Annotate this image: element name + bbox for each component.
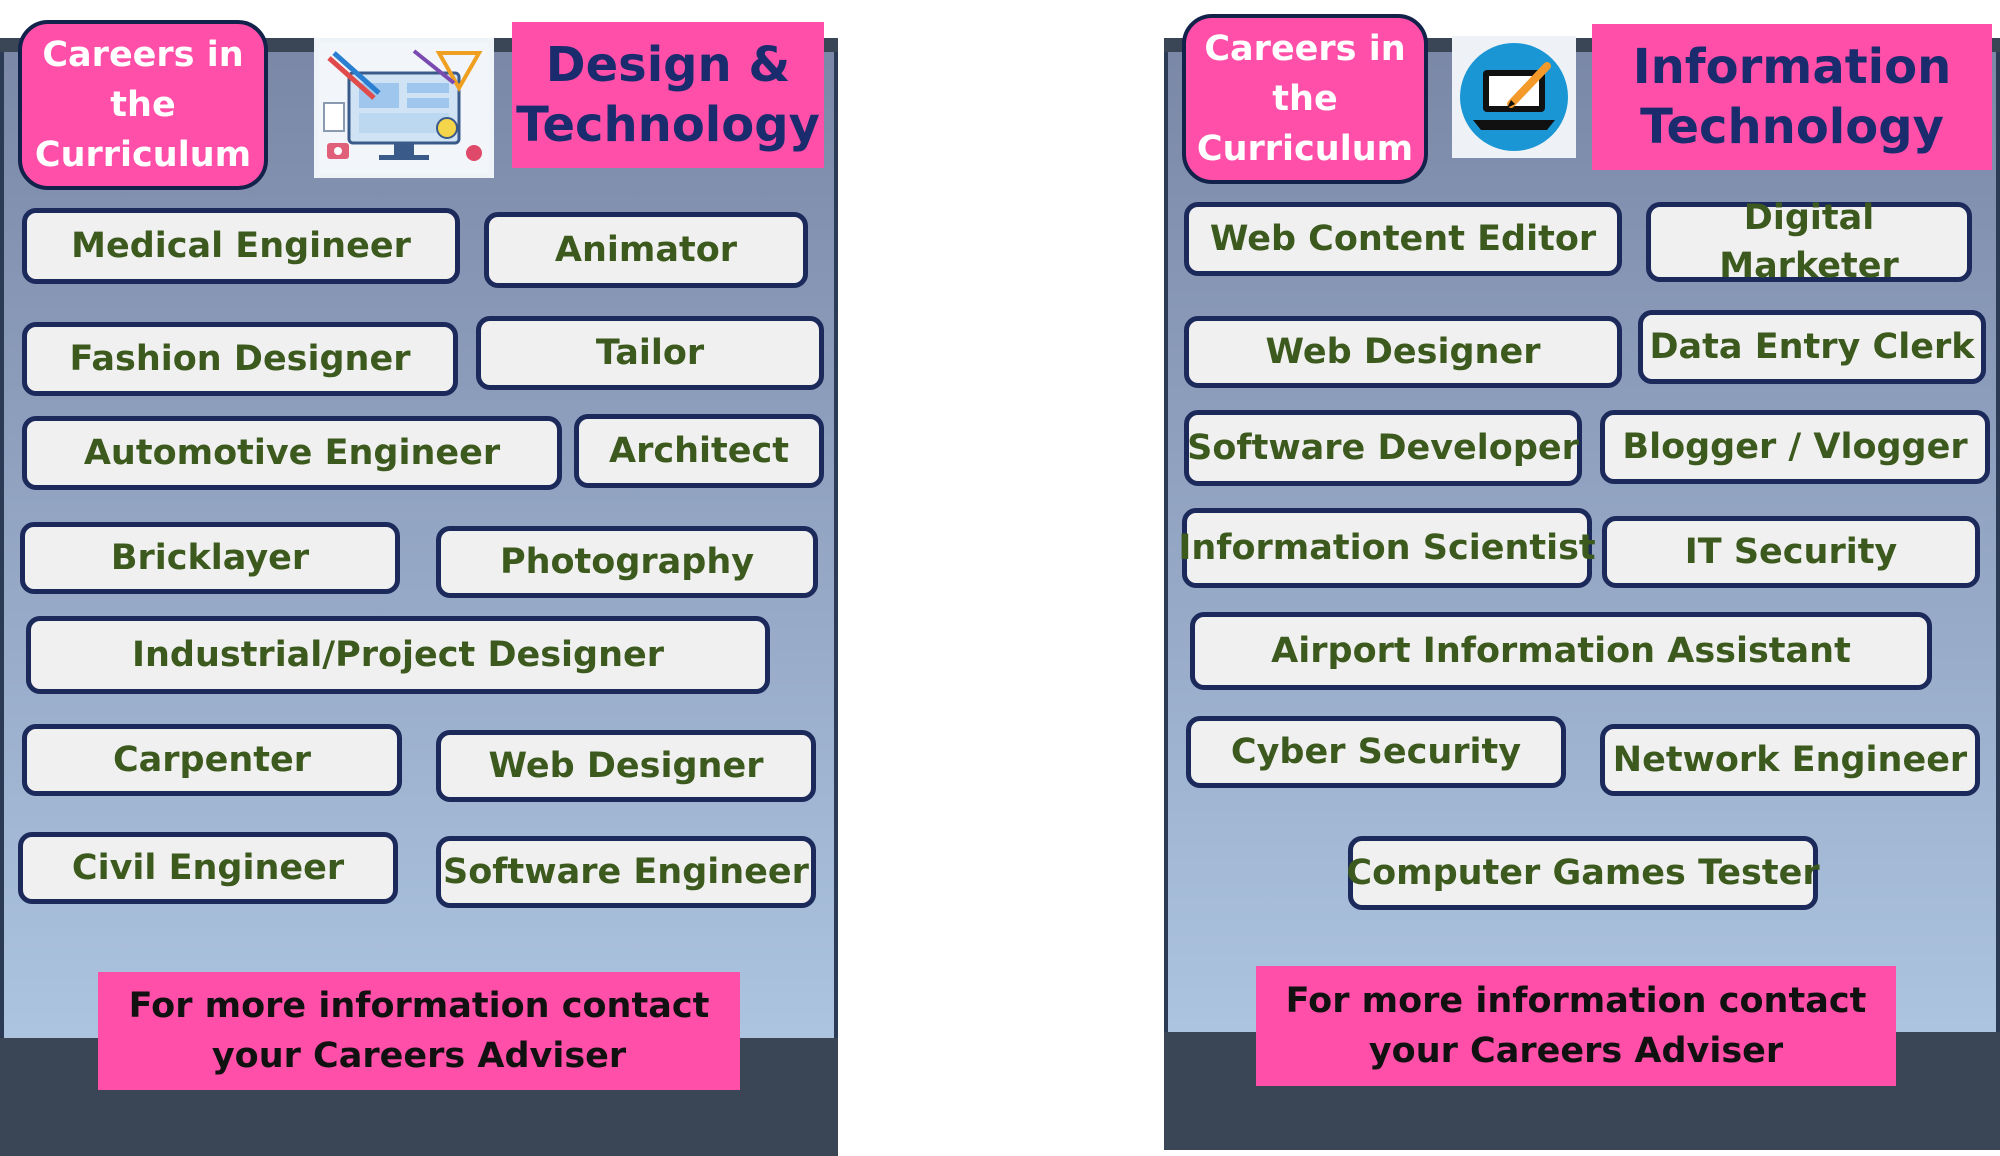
career-item: Cyber Security bbox=[1186, 716, 1566, 788]
career-item: Medical Engineer bbox=[22, 208, 460, 284]
career-item: Blogger / Vlogger bbox=[1600, 410, 1990, 484]
career-item: Software Developer bbox=[1184, 410, 1582, 486]
career-item: Network Engineer bbox=[1600, 724, 1980, 796]
career-item: Bricklayer bbox=[20, 522, 400, 594]
laptop-pen-icon bbox=[1452, 36, 1576, 158]
career-item: Tailor bbox=[476, 316, 824, 390]
laptop-pen-svg bbox=[1460, 43, 1568, 151]
career-item: Airport Information Assistant bbox=[1190, 612, 1932, 690]
career-item: Civil Engineer bbox=[18, 832, 398, 904]
subject-title: Information Technology bbox=[1592, 24, 1992, 170]
careers-badge: Careers in the Curriculum bbox=[18, 20, 268, 190]
career-item: Fashion Designer bbox=[22, 322, 458, 396]
career-item: Photography bbox=[436, 526, 818, 598]
career-item: Information Scientist bbox=[1178, 508, 1596, 588]
subject-title: Design & Technology bbox=[512, 22, 824, 168]
career-item: Digital Marketer bbox=[1646, 198, 1972, 286]
career-item: Computer Games Tester bbox=[1346, 836, 1820, 910]
career-item: Web Content Editor bbox=[1184, 202, 1622, 276]
career-item: Automotive Engineer bbox=[22, 416, 562, 490]
career-item: Carpenter bbox=[22, 724, 402, 796]
career-item: Industrial/Project Designer bbox=[26, 616, 770, 694]
contact-banner: For more information contact your Career… bbox=[1256, 966, 1896, 1086]
career-item: Animator bbox=[484, 212, 808, 288]
career-item: Web Designer bbox=[1184, 316, 1622, 388]
career-item: Web Designer bbox=[436, 730, 816, 802]
design-illustration-svg bbox=[319, 43, 489, 173]
career-item: Software Engineer bbox=[436, 836, 816, 908]
career-item: Data Entry Clerk bbox=[1638, 310, 1986, 384]
careers-badge: Careers in the Curriculum bbox=[1182, 14, 1428, 184]
contact-banner: For more information contact your Career… bbox=[98, 972, 740, 1090]
career-item: IT Security bbox=[1602, 516, 1980, 588]
design-technology-illustration-icon bbox=[314, 38, 494, 178]
career-item: Architect bbox=[574, 414, 824, 488]
